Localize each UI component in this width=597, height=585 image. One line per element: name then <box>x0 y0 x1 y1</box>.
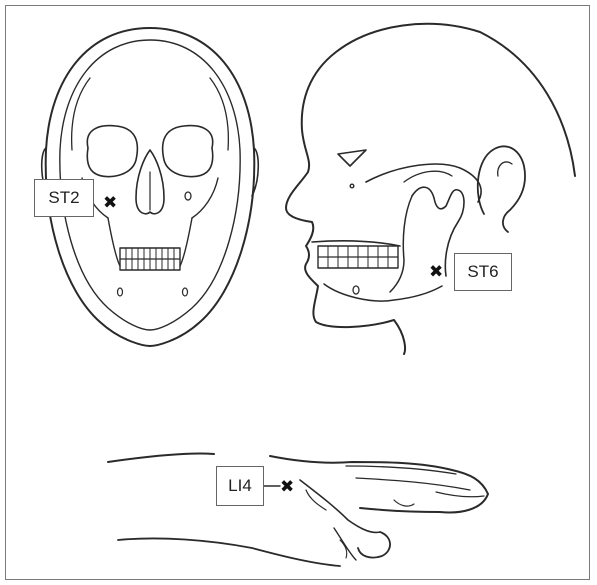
st2-point-marker: ✖ <box>103 195 117 212</box>
li4-label: LI4 <box>216 466 264 506</box>
li4-point-marker: ✖ <box>280 479 294 496</box>
st6-point-marker: ✖ <box>429 264 443 281</box>
st6-label: ST6 <box>454 253 512 291</box>
head-profile-drawing <box>286 24 575 354</box>
hand-drawing <box>108 453 488 566</box>
st2-label: ST2 <box>34 179 94 217</box>
